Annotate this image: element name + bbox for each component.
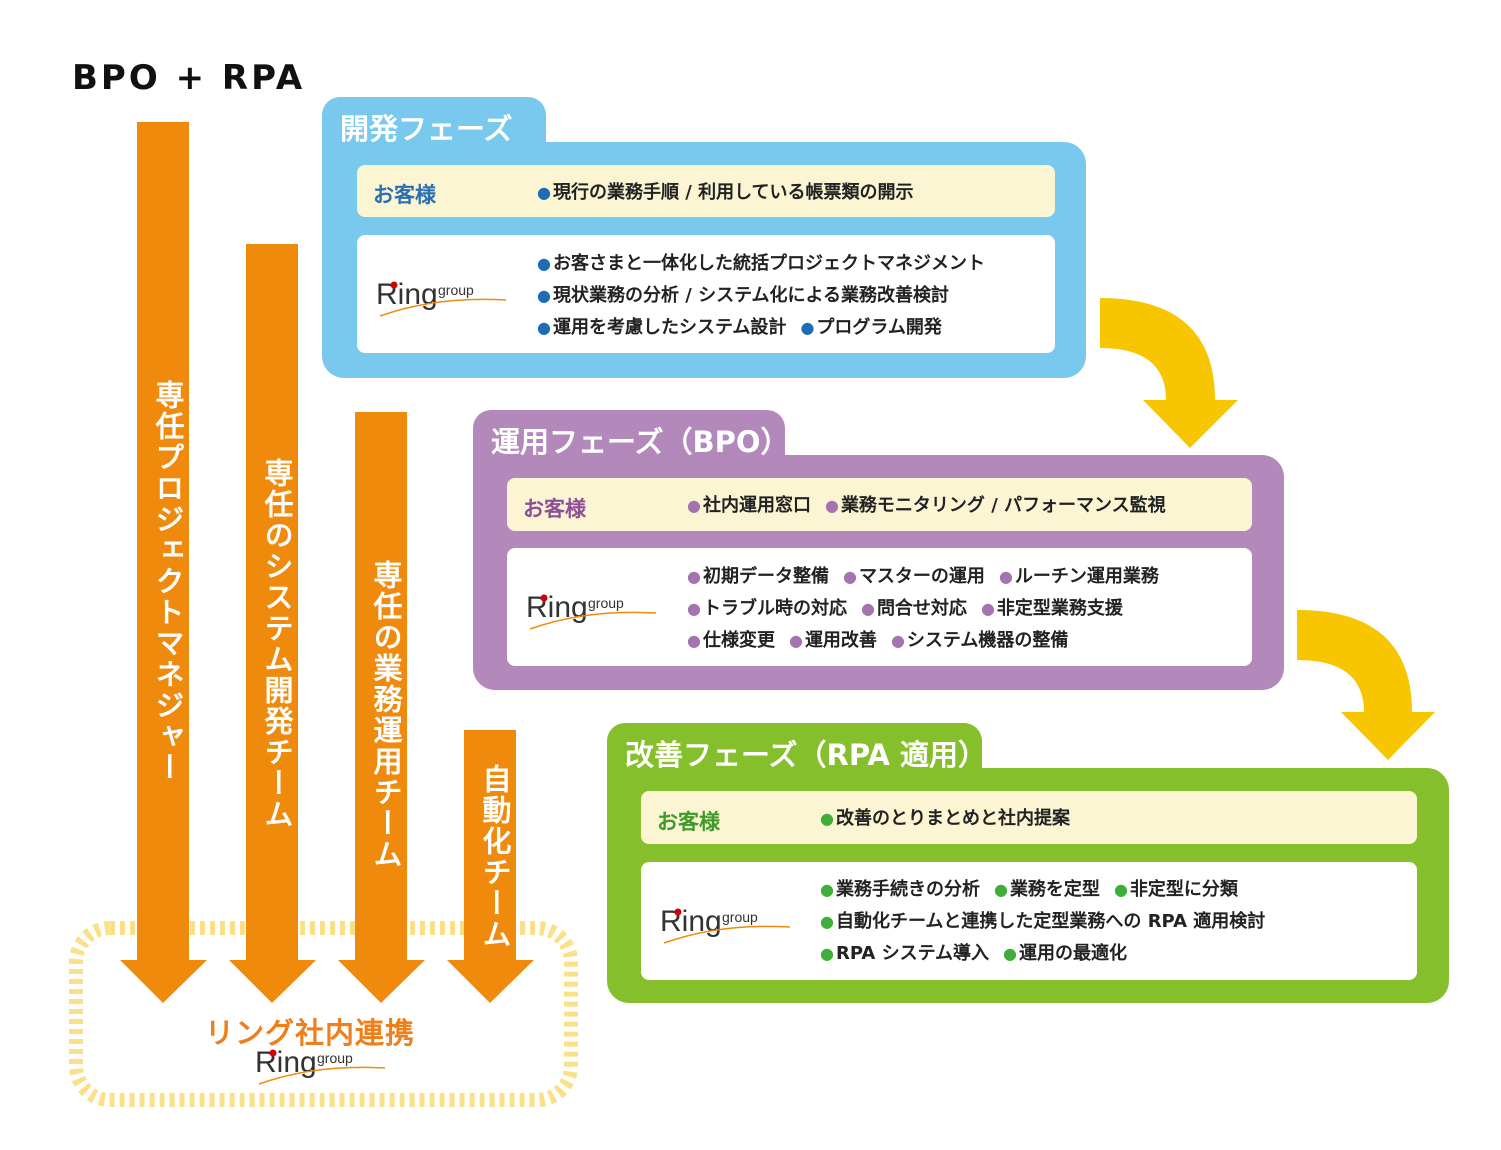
bullet-dot-icon: ●	[1113, 880, 1128, 899]
bullet-item: 問合せ対応	[876, 598, 967, 619]
bullet-item: 現状業務の分析 / システム化による業務改善検討	[552, 285, 949, 306]
phase-ops-customer-row	[507, 478, 1252, 531]
bullet-item: 自動化チームと連携した定型業務への RPA 適用検討	[835, 911, 1266, 932]
team-label-ops: 専任の業務運用チーム	[369, 560, 403, 870]
bullet-item: トラブル時の対応	[702, 598, 847, 619]
phase-improve-customer-label: お客様	[657, 810, 720, 834]
bullet-dot-icon: ●	[824, 496, 839, 515]
bullet-item: 業務を定型	[1009, 879, 1100, 900]
team-arrow-3	[338, 412, 425, 1003]
bullet-dot-icon: ●	[820, 912, 834, 931]
team-arrow-2	[229, 244, 316, 1003]
collaboration-frame	[69, 921, 578, 1107]
bullet-line: ●業務手続きの分析●業務を定型●非定型に分類	[820, 874, 1265, 906]
collaboration-logo: Ring group	[255, 1046, 395, 1090]
bullet-dot-icon: ●	[820, 809, 834, 828]
bullet-line: ●お客さまと一体化した統括プロジェクトマネジメント	[537, 248, 985, 280]
bullet-dot-icon: ●	[1003, 944, 1017, 963]
team-label-dev: 専任のシステム開発チーム	[260, 458, 294, 830]
bullet-item: 運用を考慮したシステム設計	[552, 317, 787, 338]
bullet-item: 現行の業務手順 / 利用している帳票類の開示	[552, 182, 914, 203]
bullet-item: 非定型に分類	[1129, 879, 1238, 900]
team-label-auto: 自動化チーム	[478, 764, 512, 950]
phase-improve-ring-row	[641, 862, 1417, 980]
bullet-item: 運用改善	[804, 630, 877, 651]
phase-improve-ring-items: ●業務手続きの分析●業務を定型●非定型に分類●自動化チームと連携した定型業務への…	[820, 874, 1265, 970]
bullet-dot-icon: ●	[820, 880, 834, 899]
phase-improve-customer-items: ●改善のとりまとめと社内提案	[820, 803, 1070, 835]
bullet-item: 仕様変更	[702, 630, 775, 651]
phase-ops-customer-label: お客様	[523, 497, 586, 521]
bullet-item: 業務手続きの分析	[835, 879, 980, 900]
bullet-item: システム機器の整備	[906, 630, 1069, 651]
phase-dev-ring-row	[357, 235, 1055, 353]
phase-improve-customer-row	[641, 791, 1417, 844]
bullet-line: ●仕様変更●運用改善●システム機器の整備	[687, 625, 1159, 657]
bullet-dot-icon: ●	[860, 599, 875, 618]
bullet-line: ●改善のとりまとめと社内提案	[820, 803, 1070, 835]
bullet-dot-icon: ●	[687, 599, 701, 618]
phase-ops-ring-items: ●初期データ整備●マスターの運用●ルーチン運用業務●トラブル時の対応●問合せ対応…	[687, 561, 1159, 657]
bullet-line: ●トラブル時の対応●問合せ対応●非定型業務支援	[687, 593, 1159, 625]
bullet-dot-icon: ●	[980, 599, 995, 618]
bullet-dot-icon: ●	[537, 183, 551, 202]
bullet-dot-icon: ●	[537, 286, 551, 305]
bullet-dot-icon: ●	[993, 880, 1008, 899]
bullet-line: ●自動化チームと連携した定型業務への RPA 適用検討	[820, 906, 1265, 938]
diagram-title: BPO + RPA	[72, 58, 306, 98]
team-label-pm: 専任プロジェクトマネジャー	[151, 380, 185, 783]
bullet-line: ●RPA システム導入●運用の最適化	[820, 938, 1265, 970]
phase-dev-customer-row	[357, 165, 1055, 217]
bullet-line: ●初期データ整備●マスターの運用●ルーチン運用業務	[687, 561, 1159, 593]
bullet-line: ●運用を考慮したシステム設計●プログラム開発	[537, 312, 985, 344]
bullet-dot-icon: ●	[820, 944, 834, 963]
phase-dev-customer-label: お客様	[373, 183, 436, 207]
bullet-item: 非定型業務支援	[996, 598, 1123, 619]
bullet-item: 運用の最適化	[1019, 943, 1127, 964]
bullet-item: プログラム開発	[816, 317, 942, 338]
team-arrow-1	[120, 122, 207, 1003]
bullet-dot-icon: ●	[788, 631, 803, 650]
bullet-dot-icon: ●	[687, 631, 701, 650]
bullet-dot-icon: ●	[800, 318, 815, 337]
bullet-dot-icon: ●	[998, 567, 1013, 586]
bullet-item: お客さまと一体化した統括プロジェクトマネジメント	[552, 253, 985, 274]
bullet-item: 業務モニタリング / パフォーマンス監視	[840, 495, 1166, 516]
bullet-dot-icon: ●	[687, 496, 701, 515]
collaboration-label: リング社内連携	[205, 1016, 416, 1050]
bullet-dot-icon: ●	[890, 631, 905, 650]
bullet-dot-icon: ●	[537, 254, 551, 273]
bullet-line: ●現状業務の分析 / システム化による業務改善検討	[537, 280, 985, 312]
bullet-item: 社内運用窓口	[702, 495, 811, 516]
team-arrow-4	[447, 730, 534, 1003]
phase-ops-customer-items: ●社内運用窓口●業務モニタリング / パフォーマンス監視	[687, 490, 1166, 522]
bullet-item: RPA システム導入	[835, 943, 990, 964]
bullet-dot-icon: ●	[842, 567, 857, 586]
bullet-item: マスターの運用	[858, 566, 985, 587]
bullet-line: ●現行の業務手順 / 利用している帳票類の開示	[537, 177, 914, 209]
bullet-item: ルーチン運用業務	[1014, 566, 1159, 587]
phase-dev-customer-items: ●現行の業務手順 / 利用している帳票類の開示	[537, 177, 914, 209]
bullet-item: 初期データ整備	[702, 566, 829, 587]
phase-ops-ring-row	[507, 548, 1252, 666]
bullet-line: ●社内運用窓口●業務モニタリング / パフォーマンス監視	[687, 490, 1166, 522]
flow-arrow-2	[1297, 610, 1435, 760]
bullet-dot-icon: ●	[537, 318, 551, 337]
bullet-dot-icon: ●	[687, 567, 701, 586]
bullet-item: 改善のとりまとめと社内提案	[835, 808, 1070, 829]
phase-dev-ring-items: ●お客さまと一体化した統括プロジェクトマネジメント●現状業務の分析 / システム…	[537, 248, 985, 344]
flow-arrow-1	[1100, 298, 1238, 448]
